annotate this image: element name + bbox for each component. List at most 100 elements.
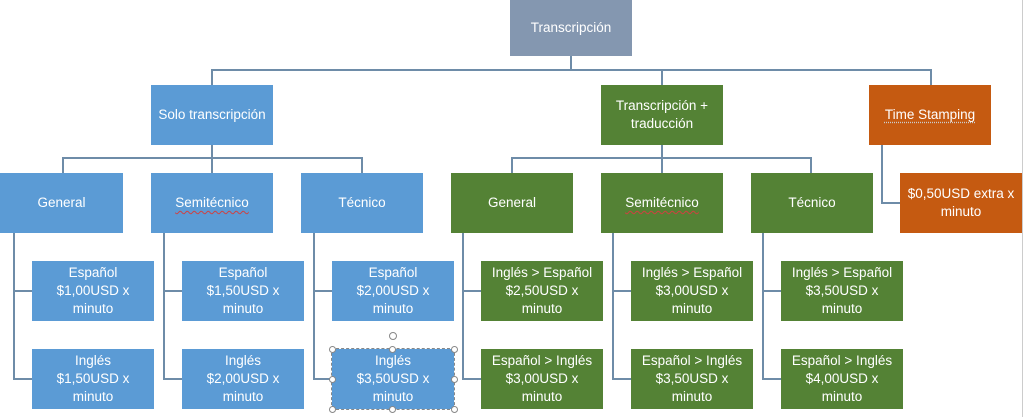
connector	[62, 157, 64, 173]
leaf-node[interactable]: Español > Inglés $4,00USD x minuto	[781, 349, 903, 409]
leaf-price: $2,00USD x minuto	[356, 283, 430, 316]
connector	[163, 378, 182, 380]
connector	[313, 378, 332, 380]
leaf-price: $1,00USD x minuto	[56, 283, 130, 316]
node-solo-semitecnico[interactable]: Semitécnico	[151, 173, 273, 233]
connector	[211, 69, 213, 85]
leaf-language: Español > Inglés	[791, 353, 893, 368]
leaf-node[interactable]: Español > Inglés $3,00USD x minuto	[481, 349, 603, 409]
leaf-node[interactable]: Español $1,50USD x minuto	[182, 261, 304, 321]
resize-handle[interactable]	[451, 406, 458, 413]
leaf-node[interactable]: Español > Inglés $3,50USD x minuto	[631, 349, 753, 409]
node-label: Técnico	[338, 195, 386, 210]
node-time-stamping[interactable]: Time Stamping	[869, 85, 991, 145]
leaf-price: $4,00USD x minuto	[805, 371, 879, 404]
leaf-price: $3,50USD x minuto	[805, 283, 879, 316]
connector	[13, 233, 15, 380]
resize-handle[interactable]	[451, 346, 458, 353]
connector	[881, 202, 900, 204]
node-label: Solo transcripción	[158, 107, 266, 122]
connector	[13, 290, 32, 292]
leaf-node[interactable]: Inglés > Español $3,50USD x minuto	[781, 261, 903, 321]
node-label: Semitécnico	[625, 195, 699, 210]
node-trad-semitecnico[interactable]: Semitécnico	[601, 173, 723, 233]
connector	[570, 56, 572, 70]
connector	[762, 233, 764, 380]
leaf-language: Inglés > Español	[491, 265, 593, 280]
leaf-price: $3,50USD x minuto	[356, 371, 430, 404]
node-label: Time Stamping	[884, 107, 976, 122]
connector	[612, 378, 631, 380]
connector	[163, 233, 165, 380]
leaf-price: $3,00USD x minuto	[505, 371, 579, 404]
node-label: $0,50USD extra x minuto	[907, 186, 1015, 219]
resize-handle[interactable]	[329, 346, 336, 353]
resize-handle[interactable]	[389, 406, 396, 413]
connector	[462, 378, 481, 380]
leaf-node[interactable]: Inglés $2,00USD x minuto	[182, 349, 304, 409]
leaf-language: Inglés > Español	[791, 265, 893, 280]
page-edge	[1022, 0, 1023, 417]
node-solo-tecnico[interactable]: Técnico	[301, 173, 423, 233]
node-label: General	[37, 195, 86, 210]
connector	[762, 378, 781, 380]
root-label: Transcripción	[530, 20, 612, 35]
node-label: General	[487, 195, 537, 210]
leaf-price: $3,00USD x minuto	[655, 283, 729, 316]
connector	[612, 290, 631, 292]
resize-handle[interactable]	[329, 406, 336, 413]
leaf-node[interactable]: Inglés > Español $3,00USD x minuto	[631, 261, 753, 321]
connector	[511, 157, 513, 173]
node-label: Transcripción + traducción	[615, 98, 709, 131]
node-trad-tecnico[interactable]: Técnico	[751, 173, 873, 233]
node-solo-transcripcion[interactable]: Solo transcripción	[151, 85, 273, 145]
connector	[930, 69, 932, 85]
connector	[313, 233, 315, 380]
node-solo-general[interactable]: General	[0, 173, 123, 233]
leaf-node[interactable]: Español $2,00USD x minuto	[332, 261, 454, 321]
connector	[881, 145, 883, 204]
leaf-language: Inglés	[74, 353, 112, 368]
leaf-language: Español	[368, 265, 418, 280]
leaf-language: Español	[218, 265, 268, 280]
leaf-language: Español	[68, 265, 118, 280]
connector	[612, 233, 614, 380]
leaf-price: $1,50USD x minuto	[206, 283, 280, 316]
leaf-node[interactable]: Español $1,00USD x minuto	[32, 261, 154, 321]
leaf-price: $2,00USD x minuto	[206, 371, 280, 404]
connector	[313, 290, 332, 292]
resize-handle[interactable]	[451, 376, 458, 383]
leaf-node[interactable]: Inglés > Español $2,50USD x minuto	[481, 261, 603, 321]
node-time-stamping-price[interactable]: $0,50USD extra x minuto	[900, 173, 1022, 233]
node-trad-general[interactable]: General	[451, 173, 573, 233]
leaf-language: Español > Inglés	[641, 353, 743, 368]
node-transcripcion-traduccion[interactable]: Transcripción + traducción	[601, 85, 723, 145]
connector	[762, 290, 781, 292]
leaf-node[interactable]: Inglés $1,50USD x minuto	[32, 349, 154, 409]
leaf-price: $3,50USD x minuto	[655, 371, 729, 404]
leaf-language: Español > Inglés	[491, 353, 593, 368]
leaf-price: $2,50USD x minuto	[505, 283, 579, 316]
connector	[211, 145, 213, 158]
connector	[211, 157, 213, 173]
connector	[361, 157, 363, 173]
connector	[163, 290, 182, 292]
connector	[462, 233, 464, 380]
node-label: Técnico	[788, 195, 836, 210]
connector	[810, 157, 812, 173]
connector	[661, 69, 663, 85]
root-node[interactable]: Transcripción	[510, 0, 632, 56]
leaf-language: Inglés	[224, 353, 262, 368]
leaf-language: Inglés	[374, 353, 412, 368]
connector	[13, 378, 32, 380]
resize-handle[interactable]	[329, 376, 336, 383]
resize-handle[interactable]	[389, 346, 396, 353]
leaf-language: Inglés > Español	[641, 265, 743, 280]
rotate-handle[interactable]	[389, 332, 397, 340]
connector	[211, 69, 932, 71]
leaf-node-selected[interactable]: Inglés $3,50USD x minuto	[331, 348, 455, 410]
connector	[661, 157, 663, 173]
connector	[661, 145, 663, 158]
connector	[462, 290, 481, 292]
node-label: Semitécnico	[175, 195, 249, 210]
